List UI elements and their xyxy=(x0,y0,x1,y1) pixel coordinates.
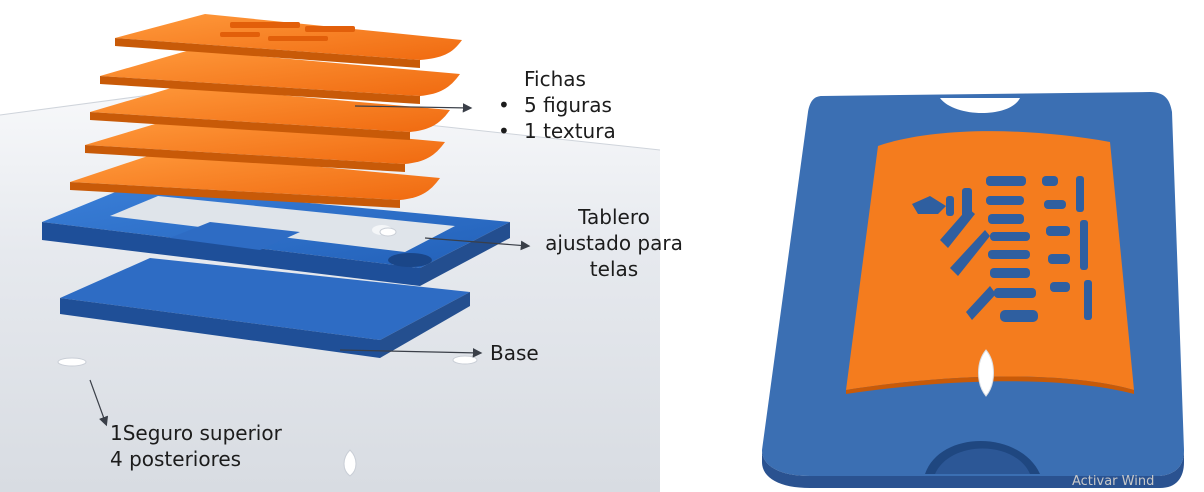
base-text: Base xyxy=(490,341,539,365)
tablero-line2: ajustado para xyxy=(545,231,683,255)
fichas-title: Fichas xyxy=(524,67,586,91)
arrow-icon xyxy=(339,348,483,358)
ficha-sheet xyxy=(70,152,440,208)
tablero-label: Tablero ajustado para telas xyxy=(536,204,692,282)
left-render xyxy=(0,14,661,492)
activation-watermark: Activar Wind xyxy=(1072,474,1155,489)
ficha-sheet xyxy=(115,14,462,68)
arrow-icon xyxy=(424,237,531,251)
tablero-line3: telas xyxy=(589,257,639,281)
base-label: Base xyxy=(490,340,539,366)
right-render xyxy=(762,92,1184,488)
ficha-sheet xyxy=(90,86,450,140)
seguro-pin xyxy=(978,349,994,397)
seguros-line2: 4 posteriores xyxy=(110,447,242,471)
arrow-icon xyxy=(354,103,473,113)
seguros-pins xyxy=(57,227,478,477)
tablero-line1: Tablero xyxy=(578,205,650,229)
ficha-sheet xyxy=(100,50,460,104)
fichas-bullet: 5 figuras xyxy=(494,92,616,118)
arrow-icon xyxy=(89,379,109,427)
base-plate xyxy=(60,258,470,358)
seguros-line1: 1Seguro superior xyxy=(110,421,282,445)
fichas-bullet: 1 textura xyxy=(494,118,616,144)
seguros-label: 1Seguro superior 4 posteriores xyxy=(110,420,282,472)
fichas-label: Fichas 5 figuras 1 textura xyxy=(498,66,616,144)
fichas-stack xyxy=(70,14,462,208)
fichas-bullets: 5 figuras 1 textura xyxy=(494,92,616,144)
ficha-sheet xyxy=(85,118,445,172)
